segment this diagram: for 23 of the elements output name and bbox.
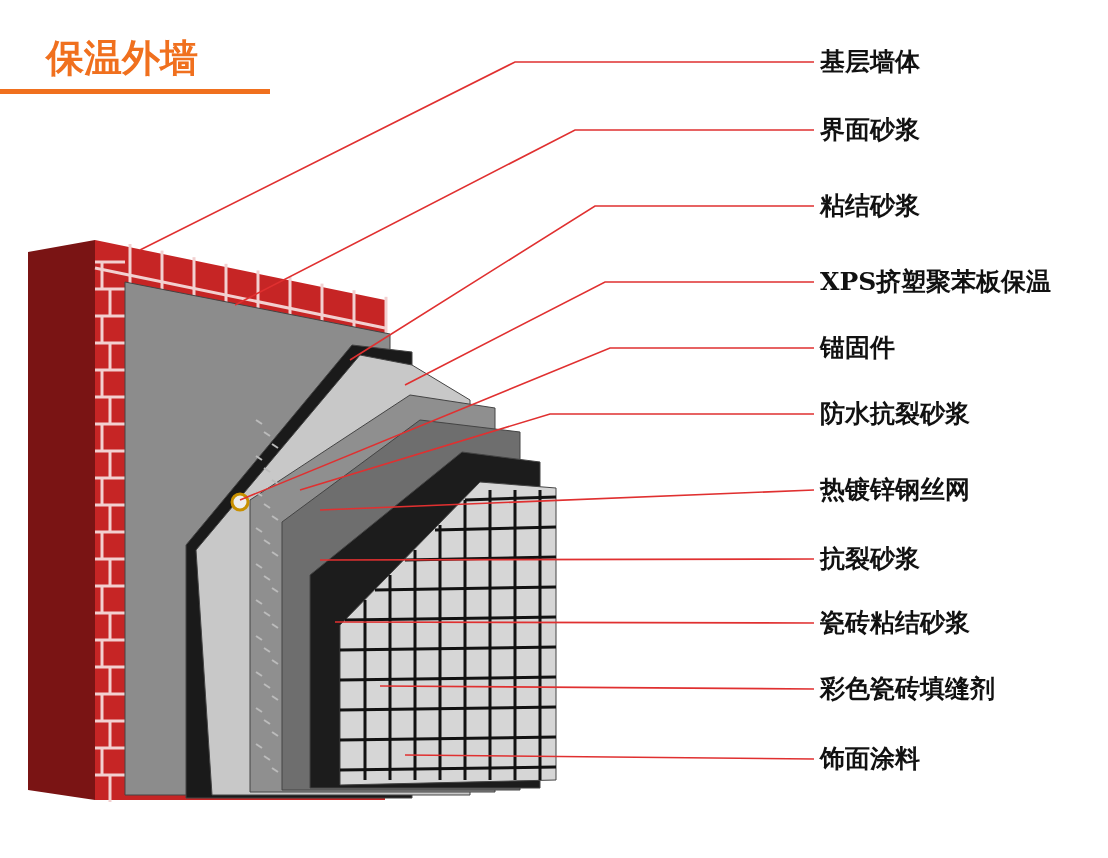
leader-line bbox=[404, 754, 815, 760]
layer-label: 抗裂砂浆 bbox=[820, 543, 920, 575]
layer-label: 彩色瓷砖填缝剂 bbox=[820, 673, 995, 705]
layer-label: 防水抗裂砂浆 bbox=[820, 398, 970, 430]
leader-line bbox=[234, 129, 815, 306]
layer-label: 热镀锌钢丝网 bbox=[820, 474, 970, 506]
leader-line bbox=[239, 347, 815, 501]
layer-label: 界面砂浆 bbox=[820, 114, 920, 146]
layer-label: 基层墙体 bbox=[820, 46, 920, 78]
leader-line bbox=[319, 489, 815, 511]
layer-label: 饰面涂料 bbox=[820, 743, 920, 775]
leader-line bbox=[334, 621, 815, 624]
leader-line bbox=[319, 558, 815, 561]
layer-label: XPS挤塑聚苯板保温 bbox=[820, 266, 1052, 298]
leader-line bbox=[404, 281, 815, 386]
leader-line bbox=[379, 685, 815, 690]
leader-line bbox=[349, 205, 815, 361]
leader-line bbox=[299, 413, 815, 491]
layer-label: 锚固件 bbox=[820, 332, 895, 364]
leader-line bbox=[139, 61, 815, 251]
layer-label: 瓷砖粘结砂浆 bbox=[820, 607, 970, 639]
title: 保温外墙 bbox=[46, 35, 198, 82]
layer-label: 粘结砂浆 bbox=[820, 190, 920, 222]
